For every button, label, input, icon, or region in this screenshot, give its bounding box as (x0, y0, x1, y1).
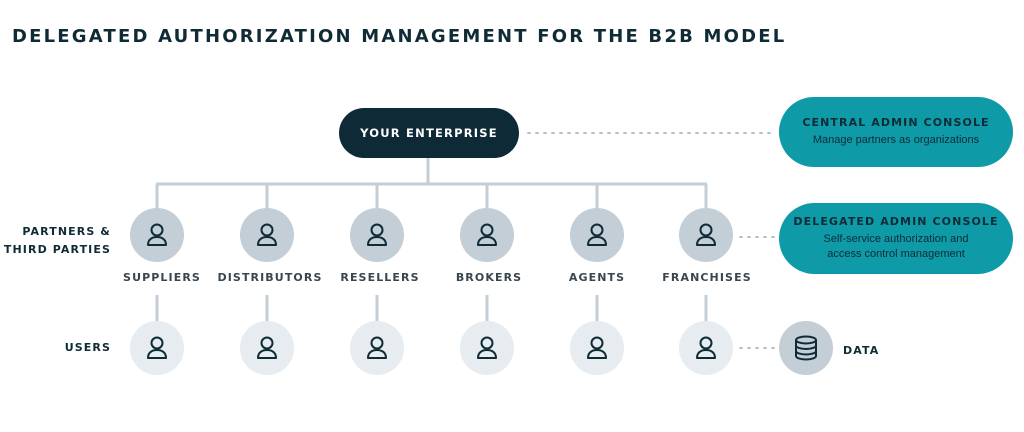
data-node (779, 321, 833, 375)
enterprise-node: YOUR ENTERPRISE (339, 108, 519, 158)
diagram-title: DELEGATED AUTHORIZATION MANAGEMENT FOR T… (12, 26, 787, 47)
partner-label: SUPPLIERS (123, 271, 201, 284)
user-node (679, 321, 733, 375)
user-node (570, 321, 624, 375)
delegated-admin-console: DELEGATED ADMIN CONSOLE Self-service aut… (779, 203, 1013, 274)
user-icon (143, 334, 171, 362)
data-label: DATA (843, 344, 880, 357)
user-icon (363, 221, 391, 249)
partner-label: AGENTS (568, 271, 626, 284)
partner-node-agents (570, 208, 624, 262)
user-icon (363, 334, 391, 362)
central-console-title: CENTRAL ADMIN CONSOLE (802, 116, 990, 129)
partner-node-brokers (460, 208, 514, 262)
user-icon (143, 221, 171, 249)
user-icon (253, 334, 281, 362)
partners-row-label-line2: THIRD PARTIES (3, 243, 111, 256)
user-icon (473, 221, 501, 249)
partner-label: FRANCHISES (662, 271, 752, 284)
user-icon (253, 221, 281, 249)
user-node (350, 321, 404, 375)
delegated-console-title: DELEGATED ADMIN CONSOLE (793, 215, 999, 228)
partner-label: RESELLERS (340, 271, 420, 284)
partner-node-franchises (679, 208, 733, 262)
partner-label: BROKERS (455, 271, 523, 284)
user-node (130, 321, 184, 375)
delegated-console-description-line1: Self-service authorization and (823, 233, 969, 245)
user-node (240, 321, 294, 375)
users-row-label: USERS (64, 341, 111, 354)
user-icon (583, 334, 611, 362)
central-admin-console: CENTRAL ADMIN CONSOLE Manage partners as… (779, 97, 1013, 167)
user-node (460, 321, 514, 375)
partner-node-distributors (240, 208, 294, 262)
partner-node-resellers (350, 208, 404, 262)
database-icon (795, 335, 817, 361)
user-icon (583, 221, 611, 249)
partners-row-label: PARTNERS & THIRD PARTIES (0, 223, 111, 259)
delegated-console-description: Self-service authorization and access co… (824, 232, 969, 262)
user-icon (473, 334, 501, 362)
central-console-description: Manage partners as organizations (812, 134, 980, 146)
user-icon (692, 221, 720, 249)
partner-label: DISTRIBUTORS (217, 271, 323, 284)
partners-row-label-line1: PARTNERS & (22, 225, 111, 238)
partner-node-suppliers (130, 208, 184, 262)
user-icon (692, 334, 720, 362)
delegated-console-description-line2: access control management (827, 248, 965, 260)
